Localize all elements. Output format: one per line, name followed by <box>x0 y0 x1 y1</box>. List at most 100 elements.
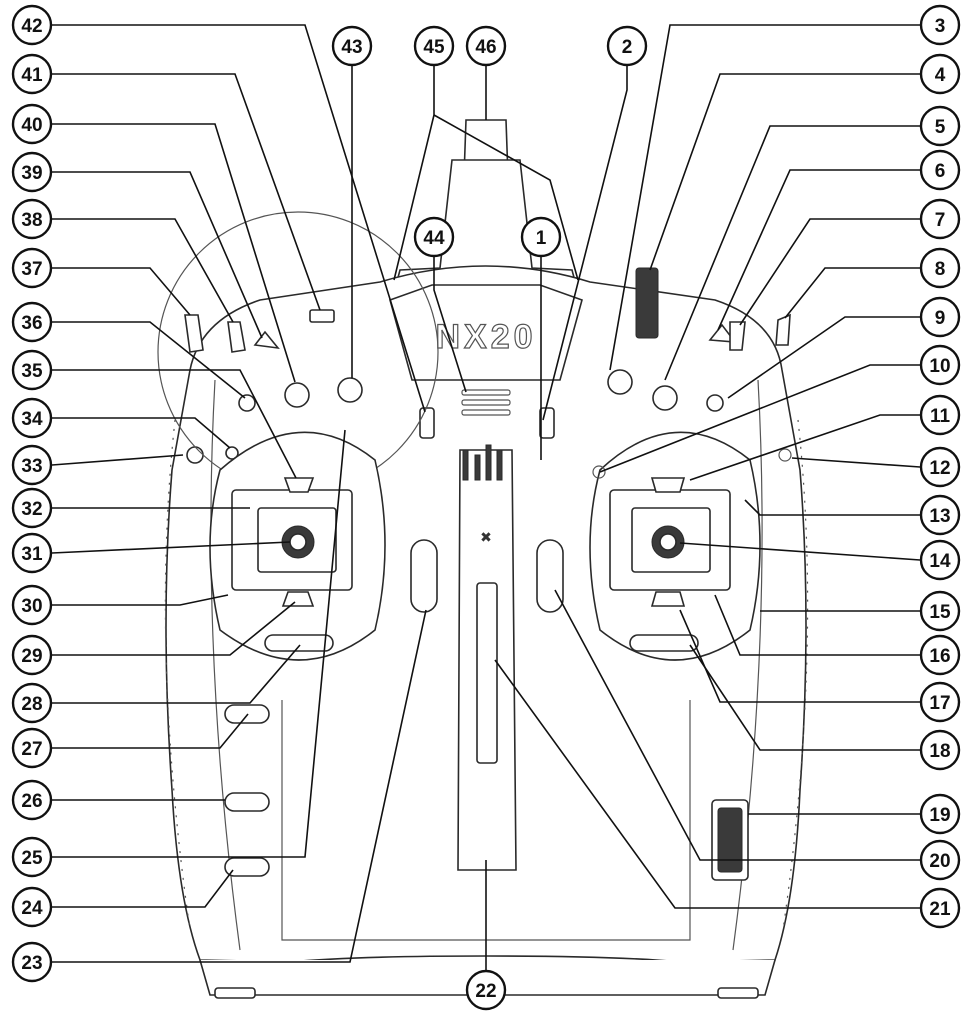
carry-handle <box>391 159 581 301</box>
callout-27: 27 <box>11 727 53 769</box>
callout-number: 9 <box>935 308 946 329</box>
callout-22: 22 <box>465 969 507 1011</box>
leader-line-20 <box>554 589 920 861</box>
leader-line-25 <box>52 429 346 858</box>
callout-number: 30 <box>21 596 42 617</box>
callout-5: 5 <box>919 105 961 147</box>
callout-circle <box>606 25 648 67</box>
left-button-26 <box>224 792 270 812</box>
left-button-24 <box>224 857 270 877</box>
callout-20: 20 <box>919 839 961 881</box>
right-knob-inner <box>607 369 633 395</box>
callout-24: 24 <box>11 886 53 928</box>
callout-circle <box>11 886 53 928</box>
leader-line-37 <box>52 267 191 316</box>
callout-circle <box>11 532 53 574</box>
callout-number: 31 <box>21 544 43 565</box>
callout-number: 15 <box>929 602 951 623</box>
callout-number: 41 <box>21 65 43 86</box>
led-bar-1 <box>461 389 511 396</box>
callout-circle <box>11 836 53 878</box>
callout-40: 40 <box>11 103 53 145</box>
callout-30: 30 <box>11 584 53 626</box>
callout-number: 44 <box>423 228 445 249</box>
callout-8: 8 <box>919 247 961 289</box>
callout-circle <box>11 103 53 145</box>
callout-number: 1 <box>536 228 547 249</box>
callout-circle <box>413 25 455 67</box>
led-bar-3 <box>461 409 511 416</box>
callout-circle <box>919 296 961 338</box>
callout-circle <box>11 349 53 391</box>
callout-39: 39 <box>11 151 53 193</box>
left-grip-ridge <box>164 419 191 931</box>
callout-31: 31 <box>11 532 53 574</box>
callout-38: 38 <box>11 198 53 240</box>
callout-circle <box>11 941 53 983</box>
leader-line-28 <box>52 644 301 704</box>
left-vertical-trim <box>410 539 438 613</box>
callout-circle <box>11 301 53 343</box>
foot-right <box>717 987 759 999</box>
callout-number: 20 <box>929 851 950 872</box>
callout-43: 43 <box>331 25 373 67</box>
leader-line-29 <box>52 601 296 656</box>
callout-35: 35 <box>11 349 53 391</box>
svg-text:✖: ✖ <box>480 529 492 545</box>
leader-line-42 <box>52 24 426 413</box>
callout-21: 21 <box>919 887 961 929</box>
callout-2: 2 <box>606 25 648 67</box>
leader-line-6 <box>717 169 920 331</box>
callout-number: 12 <box>929 458 950 479</box>
callout-14: 14 <box>919 539 961 581</box>
callout-circle <box>11 4 53 46</box>
callout-circle <box>919 590 961 632</box>
callout-circle <box>11 487 53 529</box>
leader-line-13 <box>744 499 920 516</box>
leader-line-9 <box>727 316 920 399</box>
leader-line-14 <box>679 542 921 561</box>
callout-7: 7 <box>919 198 961 240</box>
callout-circle <box>520 216 562 258</box>
callout-26: 26 <box>11 779 53 821</box>
callout-9: 9 <box>919 296 961 338</box>
callout-29: 29 <box>11 634 53 676</box>
left-knob-outer <box>337 377 363 403</box>
callout-4: 4 <box>919 53 961 95</box>
leader-line-3 <box>609 24 920 371</box>
callout-circle <box>11 634 53 676</box>
right-knob-outer <box>652 385 678 411</box>
callout-circle <box>919 394 961 436</box>
led-bar-2 <box>461 399 511 406</box>
center-right-switch <box>539 407 555 439</box>
callout-circle <box>11 682 53 724</box>
callout-number: 6 <box>935 161 946 182</box>
callout-circle <box>919 681 961 723</box>
callout-34: 34 <box>11 397 53 439</box>
callout-32: 32 <box>11 487 53 529</box>
logo-text: NX20 <box>435 318 536 356</box>
leader-line-12 <box>791 457 921 468</box>
callout-33: 33 <box>11 444 53 486</box>
leader-line-11 <box>689 414 920 481</box>
callout-37: 37 <box>11 247 53 289</box>
callout-1: 1 <box>520 216 562 258</box>
center-spine: ✖ <box>457 444 517 871</box>
left-horizontal-trim <box>264 634 334 652</box>
leader-line-18 <box>689 644 920 751</box>
leader-line-21 <box>494 659 920 909</box>
callout-15: 15 <box>919 590 961 632</box>
callout-number: 5 <box>935 117 946 138</box>
callout-number: 4 <box>935 65 946 86</box>
callout-circle <box>331 25 373 67</box>
callout-25: 25 <box>11 836 53 878</box>
callout-18: 18 <box>919 729 961 771</box>
callout-number: 17 <box>929 693 950 714</box>
callout-circle <box>413 216 455 258</box>
callout-number: 8 <box>935 259 946 280</box>
callout-circle <box>11 247 53 289</box>
callout-circle <box>11 444 53 486</box>
callout-number: 22 <box>475 981 496 1002</box>
left-small-knob <box>238 394 256 412</box>
callout-circle <box>11 779 53 821</box>
